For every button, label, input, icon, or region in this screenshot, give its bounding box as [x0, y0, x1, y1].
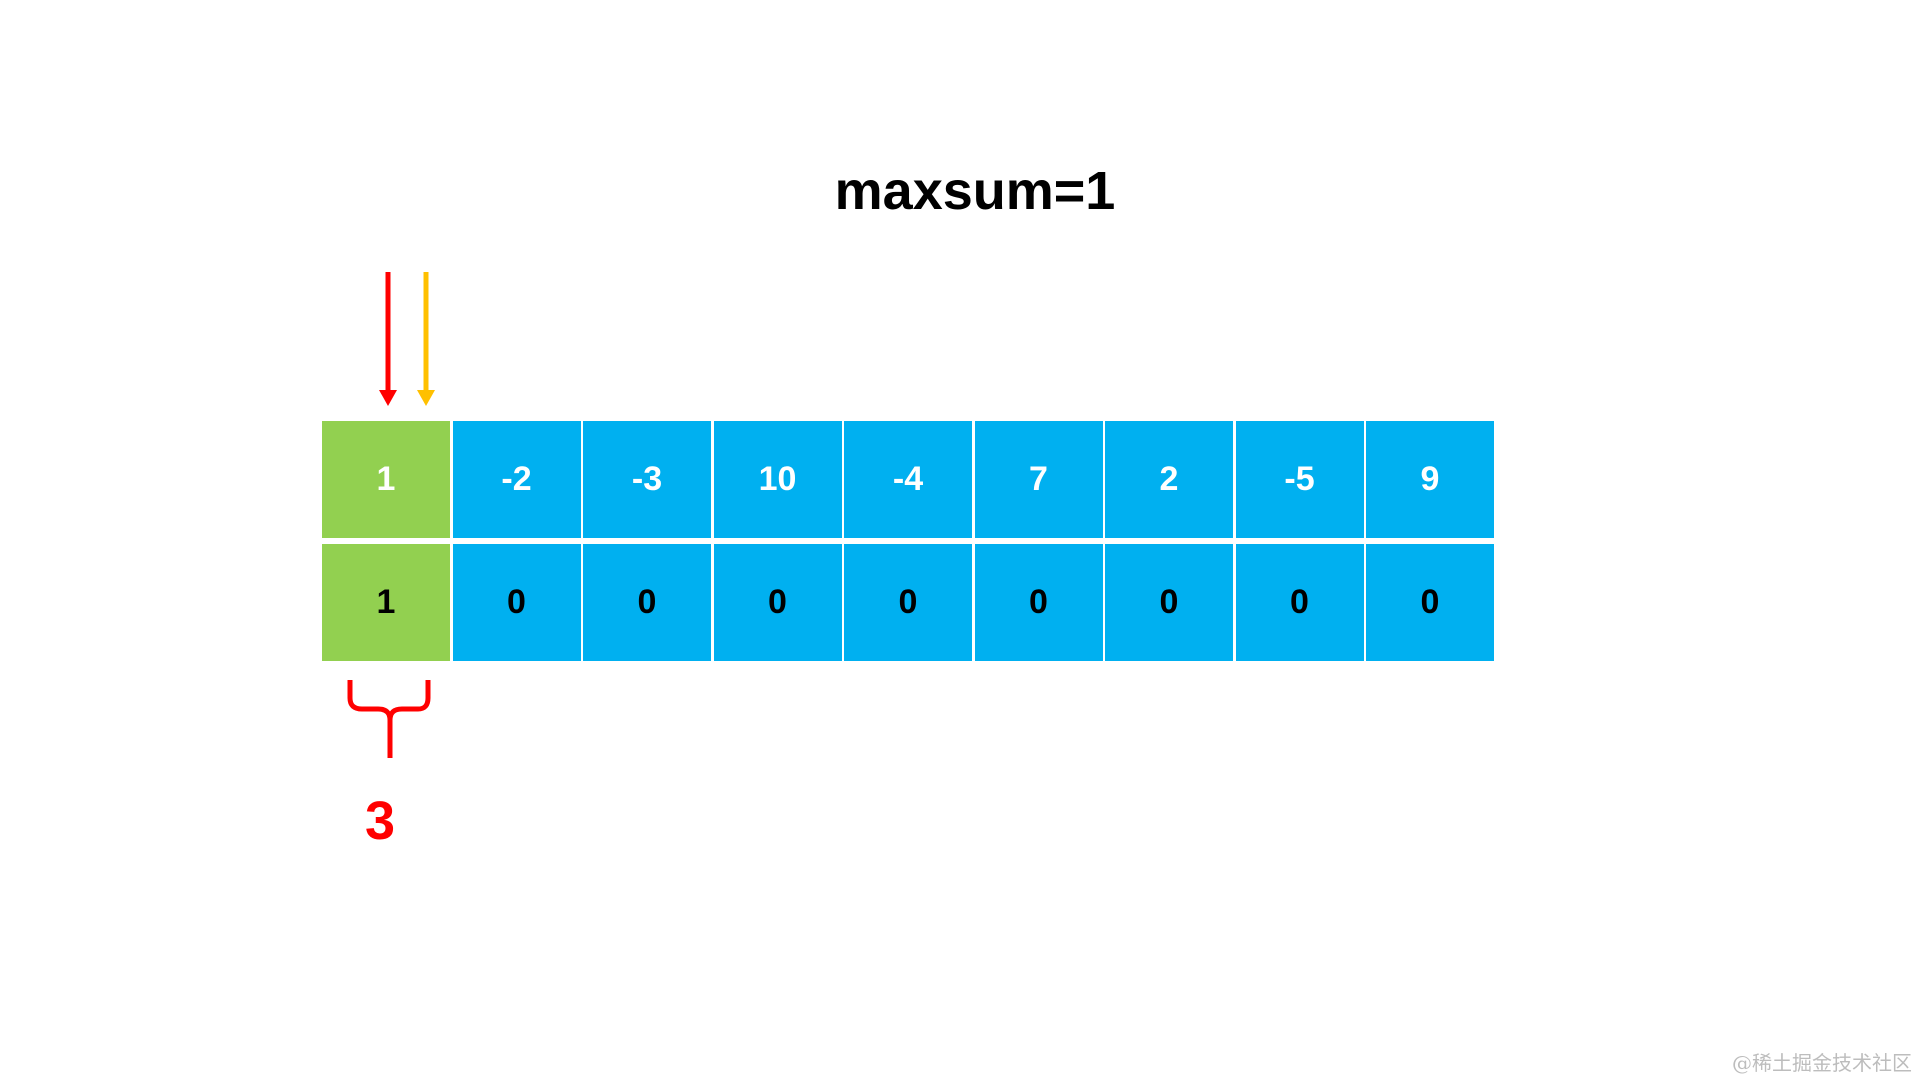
sum-cell: 0 — [1105, 544, 1233, 661]
value-cell: 2 — [1105, 421, 1233, 538]
value-cell: 9 — [1366, 421, 1494, 538]
value-cell: -5 — [1235, 421, 1364, 538]
value-cell: 7 — [974, 421, 1103, 538]
sum-cell: 0 — [974, 544, 1103, 661]
value-cell: -3 — [583, 421, 711, 538]
sum-cell: 0 — [1366, 544, 1494, 661]
sum-cell: 0 — [844, 544, 972, 661]
watermark: @稀土掘金技术社区 — [1732, 1051, 1912, 1075]
window-length-label: 3 — [364, 791, 396, 851]
maxsum-title: maxsum=1 — [834, 161, 1116, 221]
curly-brace-icon — [347, 680, 431, 758]
sum-cell: 0 — [583, 544, 711, 661]
value-cell: 1 — [322, 421, 450, 538]
red-arrow-icon — [379, 272, 397, 406]
value-cell: -4 — [844, 421, 972, 538]
sum-cell: 1 — [322, 544, 450, 661]
yellow-arrow-icon — [417, 272, 435, 406]
sum-cell: 0 — [452, 544, 581, 661]
sum-cell: 0 — [1235, 544, 1364, 661]
sum-cell: 0 — [713, 544, 842, 661]
value-cell: -2 — [452, 421, 581, 538]
value-cell: 10 — [713, 421, 842, 538]
